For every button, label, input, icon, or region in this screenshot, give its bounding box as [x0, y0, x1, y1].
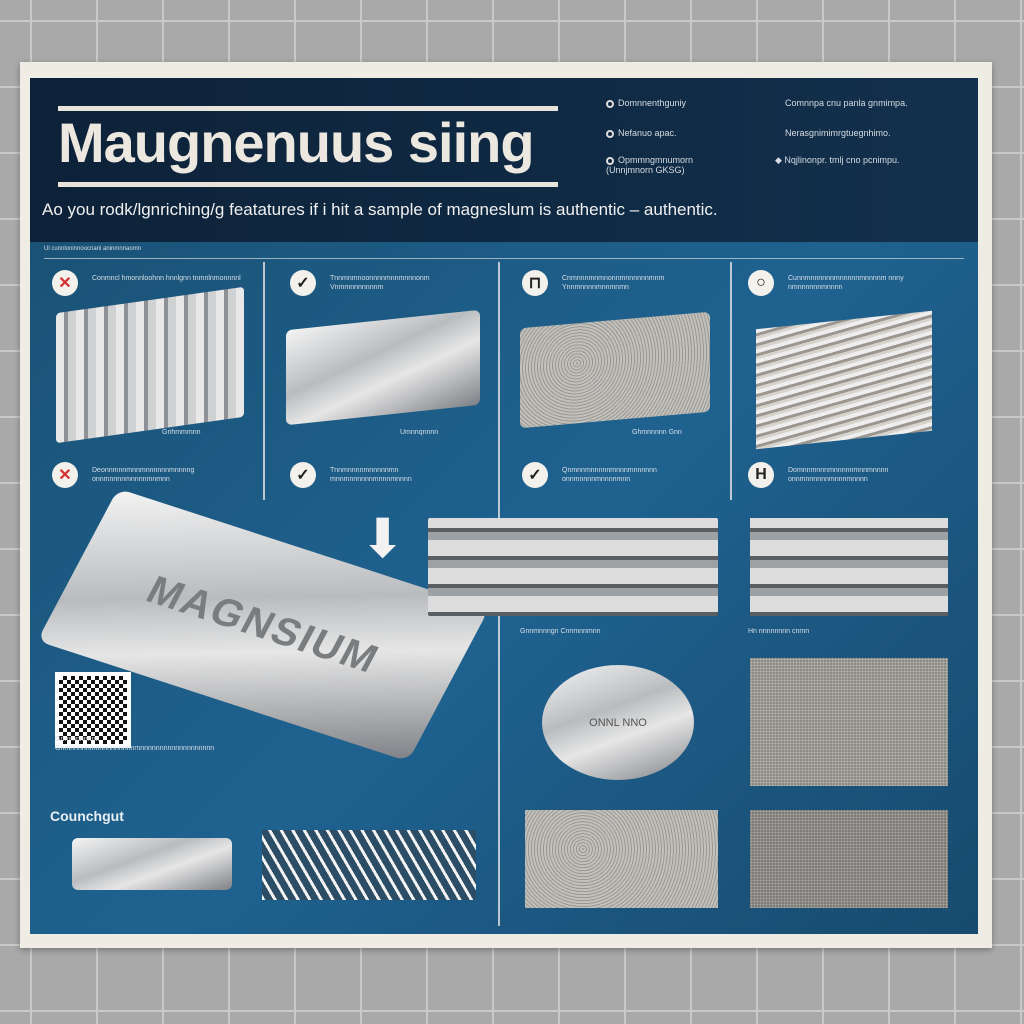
- granular-surface-image: [750, 658, 948, 786]
- pellets-image: [428, 518, 718, 616]
- legend-item: Domnnenthguniy: [606, 98, 686, 108]
- counterfeit-label: Counchgut: [50, 808, 124, 824]
- circle-icon: [606, 129, 614, 138]
- sample-caption: Qnmnnmnnnnnmnnnmnnnnnn onnmnnnnmnnnnmnn: [562, 467, 657, 483]
- sample-label: Gnhmmmnn: [162, 429, 201, 436]
- circle-icon: [606, 99, 614, 108]
- sample-label: Umnnqnnnn: [400, 429, 439, 436]
- legend-item: Comnnpa cnu panla gnmimpa.: [785, 98, 908, 108]
- legend-item: Nerasgnimimrgtuegnhimo.: [785, 128, 891, 138]
- divider: [730, 262, 732, 500]
- sample-caption: Tnnmnmnoonnnnmnnmnnnonm Vnmmnnnnnnnm: [330, 275, 430, 291]
- sample-caption: Conmncl hmonnloohnn hnnlgnn tnmnlnmonnnn…: [92, 275, 241, 282]
- ingot-engraving: MAGNSIUM: [139, 568, 388, 682]
- check-icon: ✓: [522, 462, 548, 488]
- check-icon: ✓: [290, 462, 316, 488]
- check-icon: ✓: [290, 270, 316, 296]
- flake-surface-image: [525, 810, 718, 908]
- qr-code-image: [55, 672, 131, 748]
- sample-caption: Cnmnnnmnmnonnmnnnnnnmnm Ynnmnnnnmnnmnmn: [562, 275, 665, 291]
- pellet-caption: Hn nnnnnnnn cnmn: [748, 628, 810, 635]
- h-icon: H: [748, 462, 774, 488]
- bracket-icon: ⊓: [522, 270, 548, 296]
- diamond-icon: ◆: [775, 155, 785, 165]
- rough-surface-image: [750, 810, 948, 908]
- subtitle: Ao you rodk/lgnriching/g featatures if i…: [42, 200, 718, 219]
- cross-icon: ✕: [52, 270, 78, 296]
- legend-item: Nefanuo apac.: [606, 128, 677, 138]
- page-title: Maugnenuus siing: [58, 111, 535, 174]
- title-rule-bottom: [58, 182, 558, 187]
- arrow-down-icon: ⬇: [360, 509, 406, 569]
- pellet-caption: Gnnmnnngn Cnnmnnmnn: [520, 628, 601, 635]
- sample-caption: Cunnmnnnnnnmnnnnnmnnnnm nnny nmnnnnnnmnn…: [788, 275, 904, 291]
- divider: [44, 258, 964, 259]
- pellets-image: [750, 518, 948, 616]
- sample-caption: Domnnmnnnmnnnnnmnnmnnnn onnmnnnnnnmnnnmn…: [788, 467, 889, 483]
- divider: [263, 262, 265, 500]
- cross-icon: ✕: [52, 462, 78, 488]
- sample-label: Ghmnnnnn Gnn: [632, 429, 682, 436]
- section-note: Ul cunnloninnoocnanl aninmnnaomn: [44, 246, 142, 252]
- coin-engraving: ONNL NNO: [589, 716, 647, 729]
- header-band: [30, 78, 978, 242]
- small-ingot-image: [72, 838, 232, 890]
- corrugated-metal-image: [56, 286, 244, 444]
- sample-caption: Deonnmnnmnnmnnnnnnmnnnng onnmnnnnmnnnnmn…: [92, 467, 195, 483]
- layered-sheet-image: [756, 310, 932, 450]
- sample-caption: Tnnmnnnnmnnnnnmn mnnmnnnnnnmnnnmnnnn: [330, 467, 412, 483]
- title-rule-top: [58, 106, 558, 111]
- porous-sample-image: [520, 311, 710, 429]
- striped-sample-image: [262, 830, 476, 900]
- qr-caption: Gnmmnnnnnn Gnmnnnnnmnnnnnnnnnnmnnnnnnnnn…: [55, 736, 215, 752]
- legend-item: Opmmngmnumorn (Unnjmnorn GKSG): [606, 155, 694, 175]
- legend-item: ◆ Nqjlinonpr. tmlj cno pcnimpu.: [775, 155, 900, 165]
- circle-icon: [606, 156, 614, 165]
- coin-image: ONNL NNO: [542, 665, 694, 780]
- circle-icon: ○: [748, 270, 774, 296]
